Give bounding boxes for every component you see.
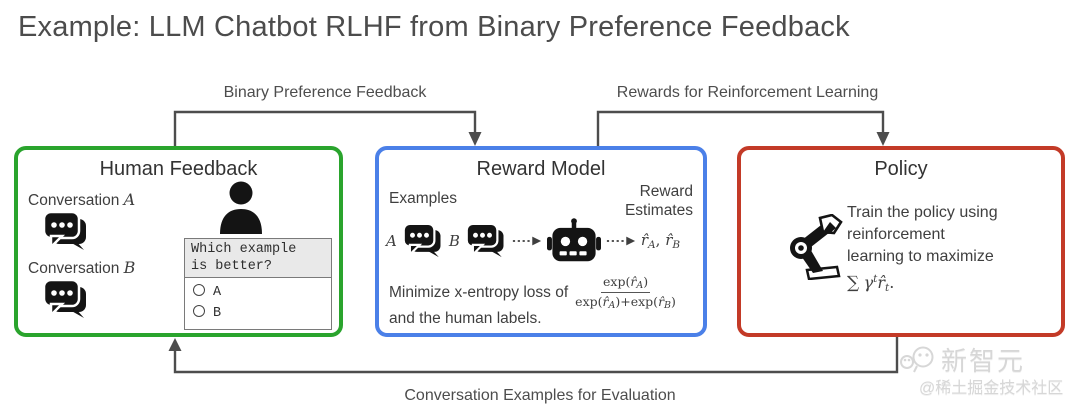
exp-open: exp( xyxy=(603,274,631,289)
plus: + xyxy=(620,294,631,309)
reward-model-title: Reward Model xyxy=(476,158,606,180)
var-a: A xyxy=(386,231,397,250)
reward-model-pipeline: A B xyxy=(386,218,680,263)
chat-bubbles-icon xyxy=(42,210,86,251)
arrow-policy-to-human xyxy=(173,336,899,374)
human-feedback-title: Human Feedback xyxy=(99,158,258,180)
arrowhead-down-icon xyxy=(876,132,890,146)
radio-a-icon[interactable] xyxy=(193,284,205,296)
dotted-arrow-icon xyxy=(606,236,635,245)
conversation-b-label: Conversation B xyxy=(28,258,135,278)
reward-estimates-line1: Reward xyxy=(639,183,693,200)
chat-bubbles-icon xyxy=(402,222,441,258)
conversation-word: Conversation xyxy=(28,192,124,209)
preference-question-panel: Which example is better? A B xyxy=(184,238,332,330)
dotted-arrow-icon xyxy=(512,236,541,245)
chat-bubbles-icon xyxy=(465,222,504,258)
policy-line1: Train the policy using xyxy=(847,204,998,221)
conversation-examples-label: Conversation Examples for Evaluation xyxy=(404,387,676,404)
person-icon xyxy=(220,181,262,234)
var-b: B xyxy=(448,231,460,250)
var-a: A xyxy=(123,190,136,209)
robot-arm-icon xyxy=(790,214,843,280)
option-b-row[interactable]: B xyxy=(193,303,323,324)
reward-estimates-line2: Estimates xyxy=(624,202,693,219)
binary-preference-feedback-label: Binary Preference Feedback xyxy=(223,84,427,101)
policy-line2: reinforcement xyxy=(847,226,945,243)
r-hat: r̂ xyxy=(630,274,637,289)
rewards-for-rl-label: Rewards for Reinforcement Learning xyxy=(616,84,879,101)
watermark-handle: @稀土掘金技术社区 xyxy=(919,380,1064,397)
policy-return-formula: ∑ γtr̂t. xyxy=(847,268,1062,299)
close-paren: ) xyxy=(615,294,621,309)
subscript-a: A xyxy=(608,300,616,311)
chat-bubbles-icon xyxy=(42,278,86,319)
human-labels-text: and the human labels. xyxy=(389,310,542,327)
subscript-a: A xyxy=(648,238,656,251)
robot-head-icon xyxy=(546,218,601,262)
examples-label: Examples xyxy=(389,190,458,207)
policy-title: Policy xyxy=(874,158,928,180)
question-options: A B xyxy=(185,278,331,329)
r-hat: r̂ xyxy=(602,294,609,309)
chat-face-logo xyxy=(900,346,934,373)
conversation-a-label: Conversation A xyxy=(28,190,135,210)
exp-open: exp( xyxy=(630,294,659,309)
r-hat: r̂ xyxy=(640,230,649,249)
comma: , xyxy=(655,230,666,249)
arrowhead-up-icon xyxy=(168,338,182,351)
question-line1: Which example xyxy=(191,242,297,257)
policy-line3: learning to maximize xyxy=(847,248,994,265)
fraction-denominator: exp(r̂A)+exp(r̂B) xyxy=(575,293,676,311)
gamma-symbol: γ xyxy=(863,273,874,292)
human-feedback-box: Human Feedback Conversation A Conversati… xyxy=(14,146,343,337)
subscript-a: A xyxy=(636,280,644,291)
question-line2: is better? xyxy=(191,259,273,274)
policy-box: Policy Train the policy using reinforcem… xyxy=(737,146,1065,337)
conversation-word: Conversation xyxy=(28,260,124,277)
watermark-brand: 新智元 xyxy=(941,346,1026,376)
subscript-b: B xyxy=(664,300,672,311)
r-hat: r̂ xyxy=(665,230,673,249)
var-b: B xyxy=(123,258,136,277)
reward-estimates-value: r̂A, r̂B xyxy=(641,231,680,251)
softmax-fraction: exp(r̂A) exp(r̂A)+exp(r̂B) xyxy=(575,274,676,311)
r-hat: r̂ xyxy=(877,273,886,292)
option-a-label: A xyxy=(213,285,222,300)
option-b-label: B xyxy=(213,306,222,321)
fraction-numerator: exp(r̂A) xyxy=(601,274,651,293)
reward-estimates-label: Reward Estimates xyxy=(625,182,693,220)
option-a-row[interactable]: A xyxy=(193,282,323,303)
radio-b-icon[interactable] xyxy=(193,305,205,317)
period: . xyxy=(889,273,895,292)
close-paren: ) xyxy=(671,294,676,309)
minimize-text: Minimize x-entropy loss of xyxy=(389,283,569,301)
subscript-t: t xyxy=(885,282,890,294)
page-title: Example: LLM Chatbot RLHF from Binary Pr… xyxy=(18,11,850,43)
question-header: Which example is better? xyxy=(185,239,331,278)
superscript-t: t xyxy=(873,273,878,285)
sum-symbol: ∑ xyxy=(847,273,860,293)
policy-description: Train the policy using reinforcement lea… xyxy=(847,202,1062,299)
close-paren: ) xyxy=(643,274,649,289)
arrow-human-to-reward xyxy=(173,110,477,147)
exp-open: exp( xyxy=(575,294,603,309)
reward-model-box: Reward Model Examples Reward Estimates A… xyxy=(375,146,707,337)
arrow-reward-to-policy xyxy=(596,110,885,147)
r-hat: r̂ xyxy=(658,294,665,309)
subscript-b: B xyxy=(672,238,681,251)
minimize-loss-row: Minimize x-entropy loss of exp(r̂A) exp(… xyxy=(389,274,676,311)
arrowhead-down-icon xyxy=(468,132,482,146)
